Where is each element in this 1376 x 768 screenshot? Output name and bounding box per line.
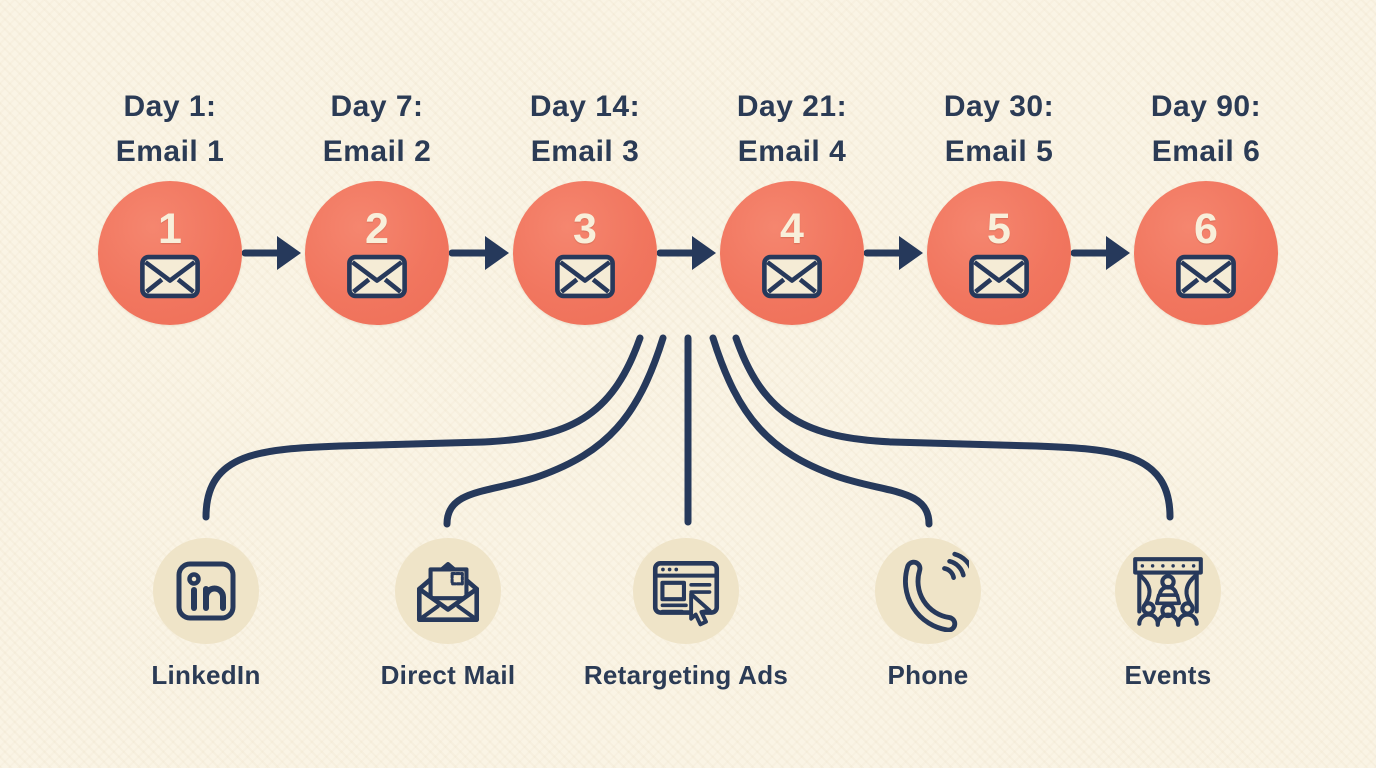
channel-label: Direct Mail: [380, 660, 516, 690]
arrow-head-2: [485, 236, 509, 270]
channel-chip: [395, 538, 501, 644]
arrow-head-5: [1106, 236, 1130, 270]
step-day-label: Day 1:: [123, 90, 217, 123]
channel-label: Events: [1124, 660, 1212, 690]
retargeting-ads-icon: [652, 561, 720, 627]
step-email-label: Email 4: [737, 135, 847, 168]
envelope-icon: [347, 254, 407, 299]
email-node: 4: [720, 181, 864, 325]
email-node: 3: [513, 181, 657, 325]
channel-chip: [875, 538, 981, 644]
linkedin-icon: [176, 561, 236, 621]
step-email-label: Email 6: [1151, 135, 1261, 168]
envelope-icon: [762, 254, 822, 299]
arrow-head-3: [692, 236, 716, 270]
fan-line-events: [732, 334, 1174, 521]
arrow-head-4: [899, 236, 923, 270]
channel-chip: [633, 538, 739, 644]
step-day-label: Day 90:: [1150, 90, 1262, 123]
step-day-label: Day 21:: [736, 90, 848, 123]
step-email-label: Email 2: [322, 135, 432, 168]
step-number: 2: [365, 205, 389, 253]
channel-chip: [1115, 538, 1221, 644]
channel-label: LinkedIn: [151, 660, 261, 690]
timeline-arrows: [241, 236, 1130, 270]
channel-label: Retargeting Ads: [583, 660, 789, 690]
step-label: Day 14: Email 3: [455, 84, 715, 174]
fan-line-direct-mail: [443, 334, 667, 528]
step-number: 3: [573, 205, 597, 253]
phone-icon: [903, 551, 969, 632]
step-email-label: Email 3: [530, 135, 640, 168]
email-node: 2: [305, 181, 449, 325]
channel-label: Phone: [887, 660, 969, 690]
envelope-icon: [969, 254, 1029, 299]
email-node: 5: [927, 181, 1071, 325]
step-label: Day 1: Email 1: [40, 84, 300, 174]
step-number: 1: [158, 205, 182, 253]
envelope-icon: [1176, 254, 1236, 299]
step-number: 5: [987, 205, 1011, 253]
email-node: 6: [1134, 181, 1278, 325]
step-number: 4: [780, 205, 804, 253]
direct-mail-icon: [416, 562, 480, 623]
fan-line-linkedin: [202, 334, 644, 521]
channel-fan-lines: [202, 334, 1174, 528]
step-email-label: Email 1: [115, 135, 225, 168]
envelope-icon: [555, 254, 615, 299]
fan-line-phone: [709, 334, 933, 528]
arrow-head-1: [277, 236, 301, 270]
step-email-label: Email 5: [944, 135, 1054, 168]
step-number: 6: [1194, 205, 1218, 253]
step-label: Day 30: Email 5: [869, 84, 1129, 174]
step-day-label: Day 7:: [330, 90, 424, 123]
step-label: Day 21: Email 4: [662, 84, 922, 174]
email-node: 1: [98, 181, 242, 325]
channel-chip: [153, 538, 259, 644]
step-day-label: Day 14:: [529, 90, 641, 123]
events-icon: [1133, 557, 1203, 627]
step-day-label: Day 30:: [943, 90, 1055, 123]
step-label: Day 90: Email 6: [1076, 84, 1336, 174]
step-label: Day 7: Email 2: [247, 84, 507, 174]
envelope-icon: [140, 254, 200, 299]
